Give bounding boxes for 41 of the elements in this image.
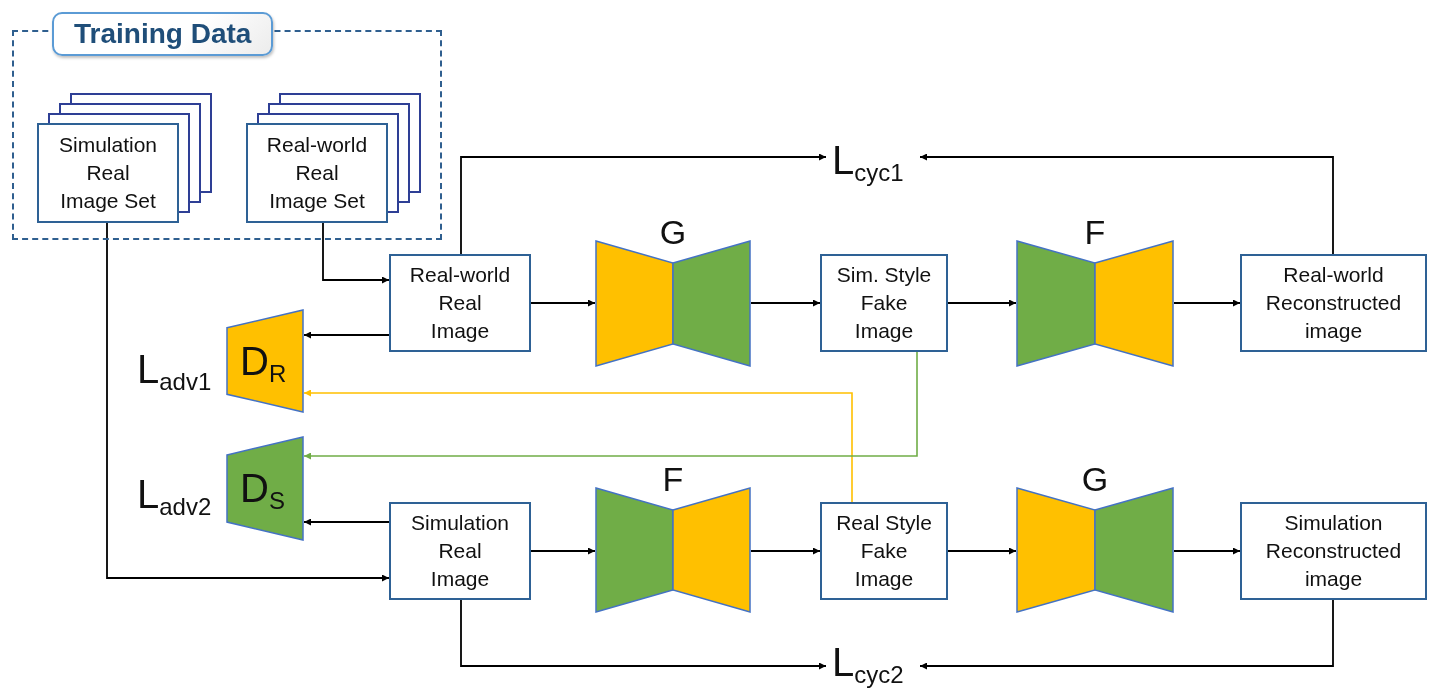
arrow — [460, 599, 827, 670]
arrow — [750, 547, 821, 555]
image-set-card: Real-world Real Image Set — [246, 123, 388, 223]
process-box — [389, 254, 531, 352]
arrow — [530, 547, 596, 555]
arrow — [919, 153, 1334, 255]
box-label: Real-world Reconstructed image — [1264, 262, 1403, 344]
group-title-tab: Training Data — [52, 12, 274, 56]
process-box — [820, 254, 948, 352]
network-label: G — [1080, 462, 1110, 496]
box-label: Real-world Real Image — [408, 262, 512, 344]
process-box — [820, 502, 948, 600]
discriminator-label: D$_{R}$ — [240, 339, 287, 383]
box-label: Sim. Style Fake Image — [835, 262, 933, 344]
arrow — [460, 153, 827, 255]
network-label: G — [658, 215, 688, 249]
network-label: F — [661, 462, 685, 496]
arrow — [1173, 299, 1241, 307]
process-box — [389, 502, 531, 600]
arrow — [947, 299, 1017, 307]
box-label: Real Style Fake Image — [835, 510, 933, 592]
arrow — [1173, 547, 1241, 555]
arrow — [750, 299, 821, 307]
box-label: Simulation Reconstructed image — [1264, 510, 1403, 592]
image-set-card: Simulation Real Image Set — [37, 123, 179, 223]
arrow — [303, 518, 390, 526]
arrow — [106, 222, 390, 582]
loss-label: L$_{adv1}$ — [137, 347, 212, 391]
loss-label: L$_{adv2}$ — [137, 472, 212, 516]
arrow — [303, 389, 853, 503]
arrow — [919, 599, 1334, 670]
arrow — [322, 222, 390, 284]
network-label: F — [1083, 215, 1107, 249]
box-label: Simulation Real Image — [409, 510, 511, 592]
discriminator-label: D$_{S}$ — [240, 466, 285, 510]
arrow — [303, 351, 918, 460]
arrow — [530, 299, 596, 307]
process-box — [1240, 254, 1427, 352]
arrow — [947, 547, 1017, 555]
process-box — [1240, 502, 1427, 600]
arrow — [303, 331, 390, 339]
